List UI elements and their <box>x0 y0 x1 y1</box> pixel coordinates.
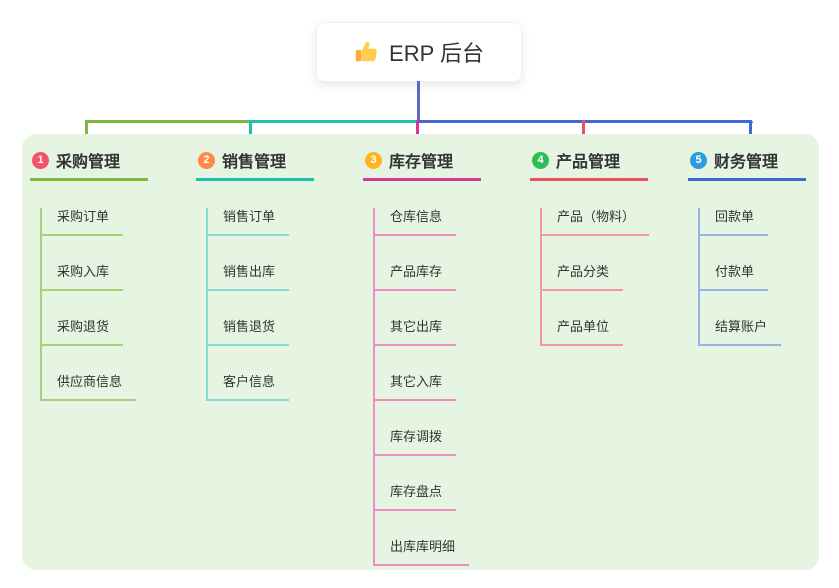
branch-number-badge: 4 <box>532 151 549 169</box>
root-label: ERP 后台 <box>389 41 484 66</box>
branch-label: 产品管理 <box>556 154 621 171</box>
root-node[interactable]: ERP 后台 <box>316 22 522 82</box>
child-topic[interactable]: 销售订单 <box>208 208 290 236</box>
branch-number-badge: 5 <box>690 151 707 169</box>
branch-number-badge: 3 <box>365 151 382 169</box>
branch-title[interactable]: 4 产品管理 <box>530 148 648 181</box>
branch-label: 库存管理 <box>389 154 454 171</box>
branch-label: 采购管理 <box>56 154 121 171</box>
child-topic[interactable]: 采购退货 <box>42 318 124 346</box>
child-topic[interactable]: 产品库存 <box>375 263 457 291</box>
child-topic[interactable]: 库存调拨 <box>375 428 457 456</box>
branch-children: 销售订单销售出库销售退货客户信息 <box>206 208 290 401</box>
bus-line-left <box>85 120 251 123</box>
branch-number-badge: 1 <box>32 151 49 169</box>
branch-label: 销售管理 <box>222 154 287 171</box>
branches-panel <box>22 134 819 570</box>
branch-title[interactable]: 1 采购管理 <box>30 148 148 181</box>
child-topic[interactable]: 其它出库 <box>375 318 457 346</box>
child-topic[interactable]: 销售退货 <box>208 318 290 346</box>
branch-column: 1 采购管理 采购订单采购入库采购退货供应商信息 <box>30 148 148 401</box>
branch-children: 回款单付款单结算账户 <box>698 208 782 346</box>
branch-title[interactable]: 5 财务管理 <box>688 148 806 181</box>
branch-children: 仓库信息产品库存其它出库其它入库库存调拨库存盘点出库库明细 <box>373 208 470 566</box>
branch-title[interactable]: 3 库存管理 <box>363 148 481 181</box>
branch-column: 4 产品管理 产品（物料） 产品分类产品单位 <box>530 148 650 346</box>
child-topic[interactable]: 其它入库 <box>375 373 457 401</box>
child-topic[interactable]: 产品单位 <box>542 318 624 346</box>
branch-title[interactable]: 2 销售管理 <box>196 148 314 181</box>
root-connector-line <box>417 81 420 122</box>
bus-line-middle <box>249 120 417 123</box>
branch-number-badge: 2 <box>198 151 215 169</box>
child-topic[interactable]: 产品（物料） <box>542 208 650 236</box>
branch-children: 产品（物料） 产品分类产品单位 <box>540 208 650 346</box>
branch-column: 3 库存管理 仓库信息产品库存其它出库其它入库库存调拨库存盘点出库库明细 <box>363 148 481 566</box>
child-topic[interactable]: 出库库明细 <box>375 538 470 566</box>
branch-column: 5 财务管理 回款单付款单结算账户 <box>688 148 806 346</box>
child-topic[interactable]: 采购订单 <box>42 208 124 236</box>
child-topic[interactable]: 供应商信息 <box>42 373 137 401</box>
child-topic[interactable]: 回款单 <box>700 208 769 236</box>
branch-column: 2 销售管理 销售订单销售出库销售退货客户信息 <box>196 148 314 401</box>
branch-children: 采购订单采购入库采购退货供应商信息 <box>40 208 137 401</box>
child-topic[interactable]: 结算账户 <box>700 318 782 346</box>
child-topic[interactable]: 产品分类 <box>542 263 624 291</box>
child-topic[interactable]: 库存盘点 <box>375 483 457 511</box>
child-topic[interactable]: 客户信息 <box>208 373 290 401</box>
branch-label: 财务管理 <box>714 154 779 171</box>
child-topic[interactable]: 销售出库 <box>208 263 290 291</box>
child-topic[interactable]: 仓库信息 <box>375 208 457 236</box>
child-topic[interactable]: 付款单 <box>700 263 769 291</box>
thumbs-up-icon <box>354 39 380 65</box>
child-topic[interactable]: 采购入库 <box>42 263 124 291</box>
